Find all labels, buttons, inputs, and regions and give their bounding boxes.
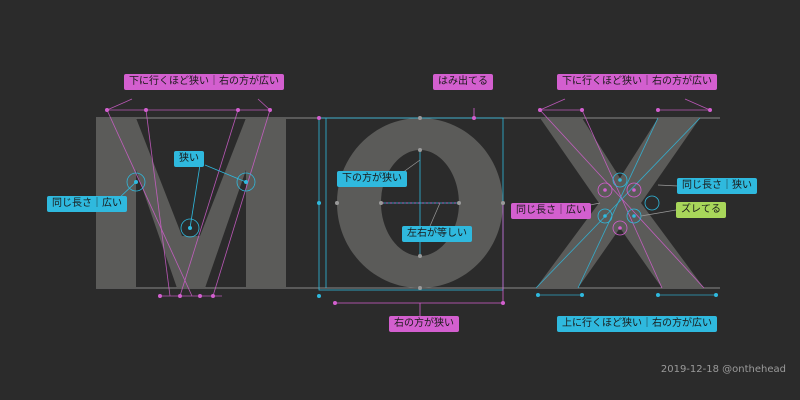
label-m-top: 下に行くほど狭い｜右の方が広い	[124, 74, 284, 90]
glyph-x	[536, 118, 704, 288]
glyph-m	[96, 118, 286, 288]
label-m-inner: 狭い	[174, 151, 204, 167]
m-construction-guides	[116, 164, 256, 238]
label-x-offset: ズレてる	[676, 202, 726, 218]
x-center-guides	[597, 172, 660, 236]
label-o-bottom: 右の方が狭い	[389, 316, 459, 332]
label-x-bottom: 上に行くほど狭い｜右の方が広い	[557, 316, 717, 332]
glyph-o	[337, 118, 503, 288]
x-cyan-lines	[535, 117, 716, 296]
credit-text: 2019-12-18 @onthehead	[660, 364, 786, 375]
m-anchor-points	[105, 108, 272, 298]
label-x-center: 同じ長さ｜広い	[511, 203, 591, 219]
label-o-top: はみ出てる	[433, 74, 493, 90]
label-x-top: 下に行くほど狭い｜右の方が広い	[557, 74, 717, 90]
m-construction-lines	[106, 98, 271, 297]
label-m-left: 同じ長さ｜広い	[47, 196, 127, 212]
o-anchor-points	[317, 116, 505, 305]
label-x-right: 同じ長さ｜狭い	[677, 178, 757, 194]
label-o-middle: 左右が等しい	[402, 226, 472, 242]
x-anchor-points	[536, 108, 718, 297]
o-magenta-guides	[335, 108, 504, 318]
label-o-upper: 下の方が狭い	[337, 171, 407, 187]
